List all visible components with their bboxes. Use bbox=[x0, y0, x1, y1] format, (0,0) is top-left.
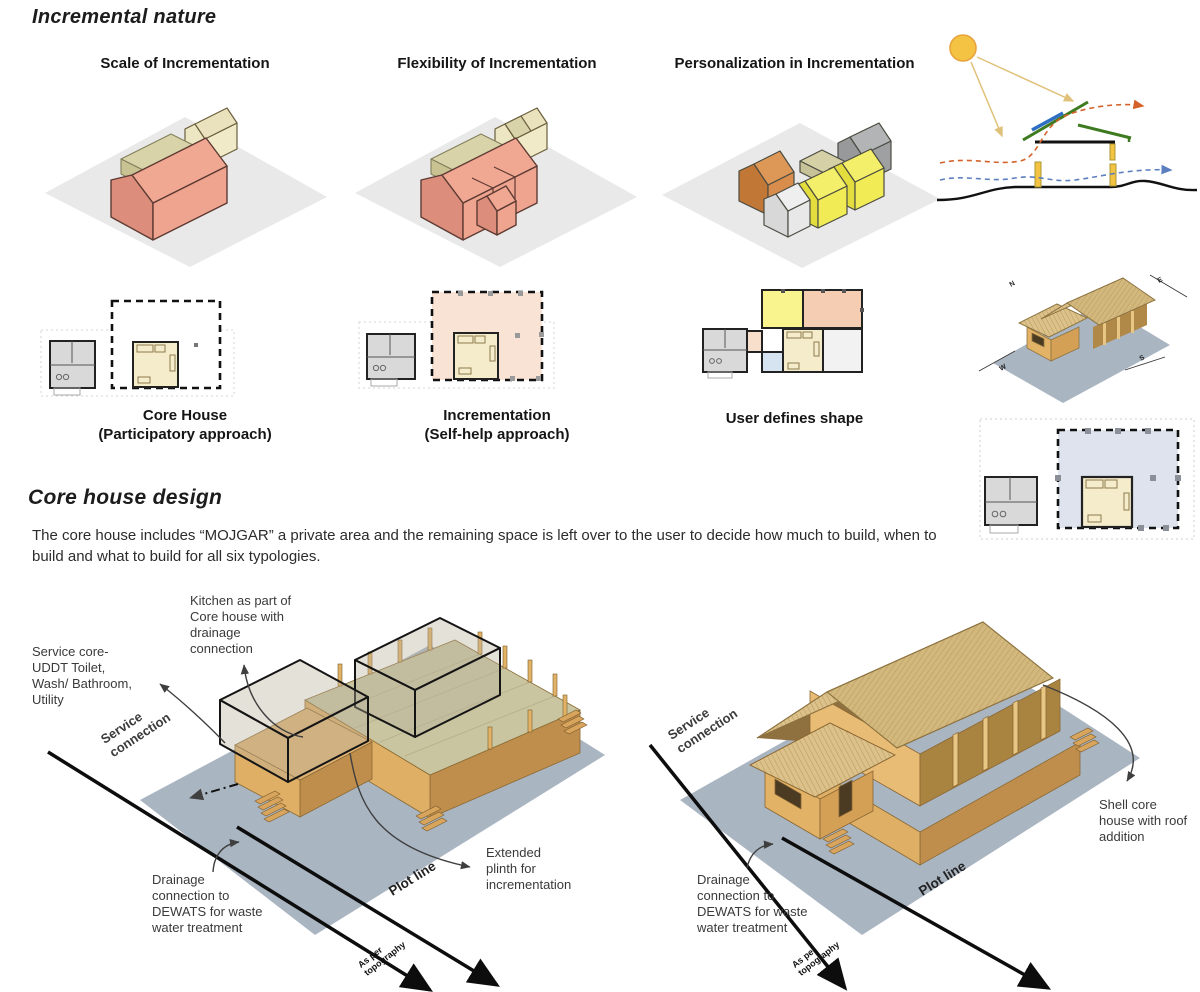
service-core-house bbox=[749, 722, 896, 840]
service-core-plan bbox=[984, 476, 1038, 534]
core-house-description: The core house includes “MOJGAR” a priva… bbox=[32, 527, 937, 565]
core-house-diagram-open-plinth bbox=[47, 617, 605, 992]
main-roof-line bbox=[1022, 100, 1089, 142]
cool-air-flow bbox=[939, 164, 1173, 182]
label-shell-core: Shell core house with roof addition bbox=[1099, 797, 1188, 845]
compass-s: S bbox=[1139, 354, 1147, 363]
sun-ray-2 bbox=[970, 61, 1003, 138]
yellow-room bbox=[761, 289, 804, 329]
annotation-arrows bbox=[746, 684, 1136, 869]
salmon-house bbox=[110, 137, 228, 241]
white-module bbox=[763, 182, 811, 238]
mojgar-room bbox=[453, 332, 499, 380]
compass-w: W bbox=[999, 363, 1009, 373]
service-dashdot-line bbox=[189, 783, 239, 801]
iso-house-personalization bbox=[662, 122, 940, 268]
service-core-volume bbox=[219, 659, 369, 783]
main-roof bbox=[756, 621, 1054, 749]
solar-panel bbox=[1031, 111, 1064, 132]
ground-line bbox=[936, 179, 1198, 202]
salmon-modular-house bbox=[420, 137, 538, 241]
salmon-room bbox=[802, 289, 863, 329]
service-core-plan bbox=[49, 340, 96, 396]
compass-e: E bbox=[1157, 276, 1165, 285]
column-markers bbox=[458, 291, 544, 381]
label-extended-plinth: Extended plinth for incrementation bbox=[486, 845, 572, 893]
mojgar-room bbox=[132, 341, 179, 388]
sun-ray-1 bbox=[976, 56, 1075, 102]
plan-core-house bbox=[40, 299, 235, 397]
column-markers bbox=[781, 289, 864, 312]
stairs bbox=[254, 709, 588, 832]
iso-house-flexibility bbox=[355, 107, 637, 267]
label-drainage-left: Drainage connection to DEWATS for waste … bbox=[152, 872, 263, 936]
plan-shell-core bbox=[979, 418, 1195, 540]
plinth-columns bbox=[337, 627, 568, 750]
blue-room bbox=[761, 351, 784, 373]
section-title-core-house-design: Core house design bbox=[28, 486, 223, 509]
mojgar-room bbox=[1080, 475, 1134, 529]
climate-section-diagram bbox=[936, 34, 1198, 202]
service-core-plan bbox=[366, 333, 416, 387]
compass-n: N bbox=[1009, 280, 1017, 289]
sun-icon bbox=[949, 34, 977, 62]
label-service-core: Service core- UDDT Toilet, Wash/ Bathroo… bbox=[32, 644, 132, 708]
column-header-scale: Scale of Incrementation bbox=[100, 55, 270, 72]
column-markers bbox=[1055, 428, 1181, 531]
stairs bbox=[822, 727, 1100, 855]
section-title-incremental-nature: Incremental nature bbox=[32, 6, 217, 28]
label-kitchen: Kitchen as part of Core house with drain… bbox=[190, 593, 292, 657]
clerestory-roof-line bbox=[1077, 123, 1132, 140]
columns bbox=[1034, 143, 1117, 188]
annotation-arrows bbox=[159, 664, 471, 873]
compass-house-render: N E S W bbox=[978, 274, 1188, 403]
white-room bbox=[822, 328, 863, 373]
iso-house-scale bbox=[45, 107, 327, 267]
kitchen-volume bbox=[354, 617, 501, 738]
plan-user-shape bbox=[702, 289, 864, 379]
caption-core-house: Core House (Participatory approach) bbox=[98, 407, 272, 443]
plan-incrementation bbox=[358, 290, 555, 389]
warm-air-flow bbox=[939, 99, 1145, 164]
mojgar-room bbox=[782, 328, 824, 373]
service-plinth bbox=[234, 707, 373, 818]
plot-line bbox=[781, 836, 1052, 990]
service-connection-line bbox=[47, 750, 433, 992]
column-header-flexibility: Flexibility of Incrementation bbox=[397, 55, 597, 72]
core-house-diagram-shell-roof bbox=[648, 621, 1140, 991]
caption-incrementation: Incrementation (Self-help approach) bbox=[424, 407, 570, 443]
plot-line bbox=[236, 825, 500, 987]
peach-room bbox=[746, 330, 763, 353]
column-header-personalization: Personalization in Incrementation bbox=[674, 55, 915, 72]
label-drainage-right: Drainage connection to DEWATS for waste … bbox=[697, 872, 808, 936]
caption-user-defines: User defines shape bbox=[725, 410, 864, 427]
